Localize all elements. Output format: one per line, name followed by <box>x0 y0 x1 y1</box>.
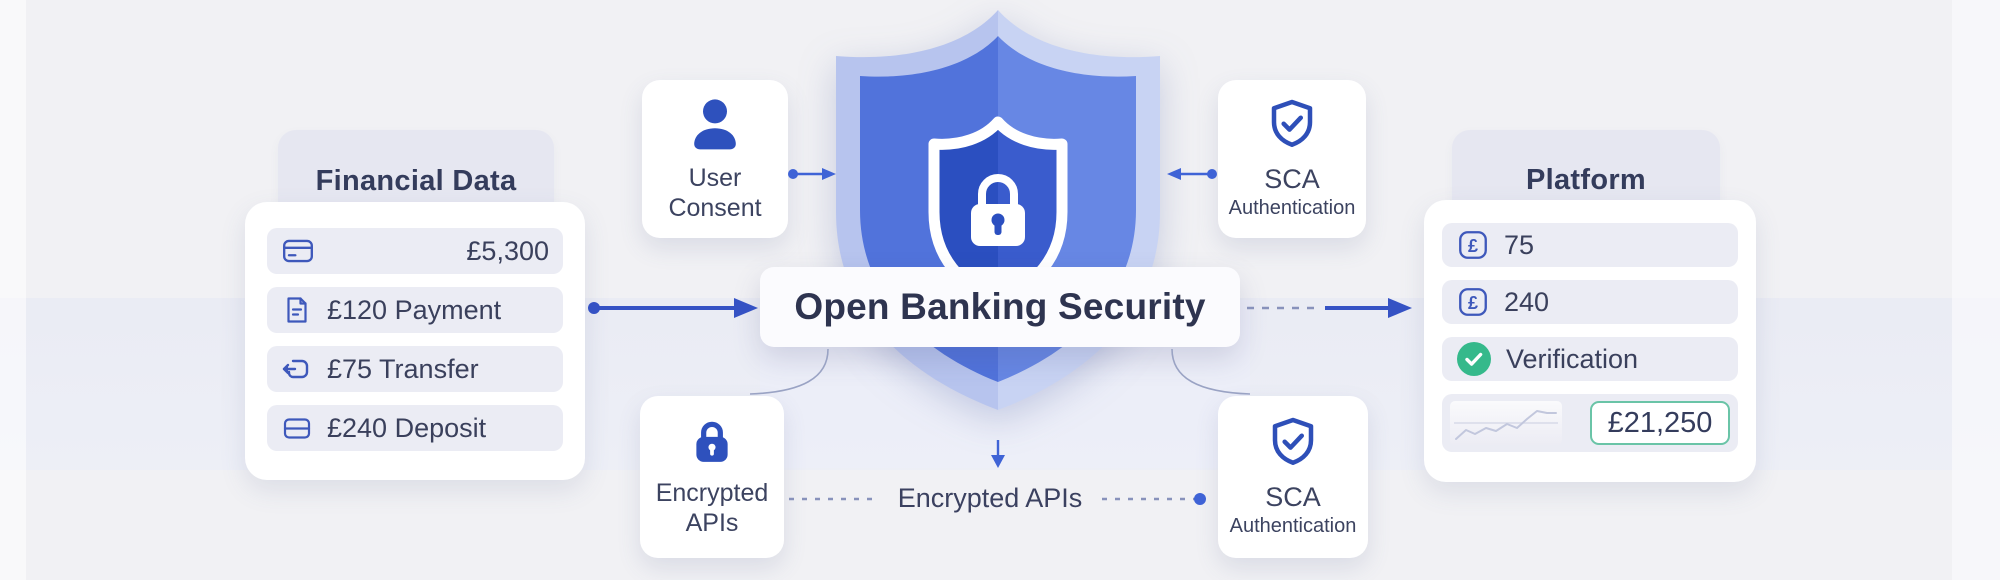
platform-row-verification: Verification <box>1442 337 1738 381</box>
user-consent-node: User Consent <box>642 80 788 238</box>
encrypted-apis-link-label: Encrypted APIs <box>897 483 1083 513</box>
platform-verification-label: Verification <box>1506 343 1639 374</box>
financial-payment-label: £120 Payment <box>327 294 502 325</box>
shield-check-icon <box>1265 97 1319 151</box>
financial-balance-value: £5,300 <box>466 235 549 266</box>
encrypted-apis-line2: APIs <box>685 509 739 537</box>
sca-authentication-bottom-node: SCA Authentication <box>1218 396 1368 558</box>
sparkline-chart <box>1450 401 1562 445</box>
svg-text:£: £ <box>1468 293 1478 313</box>
financial-transfer-label: £75 Transfer <box>327 353 479 384</box>
encrypted-apis-node: Encrypted APIs <box>640 396 784 558</box>
encrypted-apis-line1: Encrypted <box>655 478 769 507</box>
check-circle-icon <box>1456 341 1492 377</box>
wallet-icon <box>281 412 313 444</box>
financial-deposit-label: £240 Deposit <box>327 412 487 443</box>
platform-row-amount-75: £ 75 <box>1442 223 1738 267</box>
platform-value-240: 240 <box>1504 286 1550 317</box>
credit-card-icon <box>281 234 315 268</box>
financial-row-balance: £5,300 <box>267 228 563 274</box>
platform-row-amount-240: £ 240 <box>1442 280 1738 324</box>
sca-bottom-line1: SCA <box>1265 482 1321 513</box>
platform-value-75: 75 <box>1504 229 1535 260</box>
main-shield-graphic <box>822 4 1174 418</box>
center-title-box: Open Banking Security <box>760 267 1240 347</box>
center-title: Open Banking Security <box>794 286 1206 327</box>
user-icon <box>687 95 743 151</box>
pound-icon: £ <box>1456 228 1490 262</box>
arrow-sca-to-shield <box>1167 168 1217 180</box>
financial-data-title: Financial Data <box>315 164 517 197</box>
financial-data-card: £5,300 £120 Payment £75 Transfer <box>245 202 585 480</box>
platform-total-value: £21,250 <box>1607 406 1713 439</box>
sca-top-line1: SCA <box>1264 164 1320 195</box>
shield-lock-icon <box>836 10 1160 410</box>
svg-text:£: £ <box>1468 236 1478 256</box>
financial-row-deposit: £240 Deposit <box>267 405 563 451</box>
background-right-strip <box>1952 0 2000 580</box>
pound-icon: £ <box>1456 285 1490 319</box>
sca-bottom-line2: Authentication <box>1229 515 1357 538</box>
user-consent-line1: User <box>688 163 742 192</box>
shield-check-icon <box>1266 415 1320 469</box>
padlock-icon <box>687 416 737 466</box>
financial-row-transfer: £75 Transfer <box>267 346 563 392</box>
sca-top-line2: Authentication <box>1228 197 1356 220</box>
invoice-icon <box>281 294 313 326</box>
background-left-strip <box>0 0 26 580</box>
user-consent-line2: Consent <box>668 194 762 222</box>
platform-title: Platform <box>1525 163 1647 196</box>
transfer-out-icon <box>281 353 313 385</box>
financial-row-payment: £120 Payment <box>267 287 563 333</box>
platform-card: £ 75 £ 240 Verification <box>1424 200 1756 482</box>
platform-row-total: £21,250 <box>1442 394 1738 452</box>
sca-authentication-top-node: SCA Authentication <box>1218 80 1366 238</box>
platform-total-box: £21,250 <box>1590 401 1730 445</box>
